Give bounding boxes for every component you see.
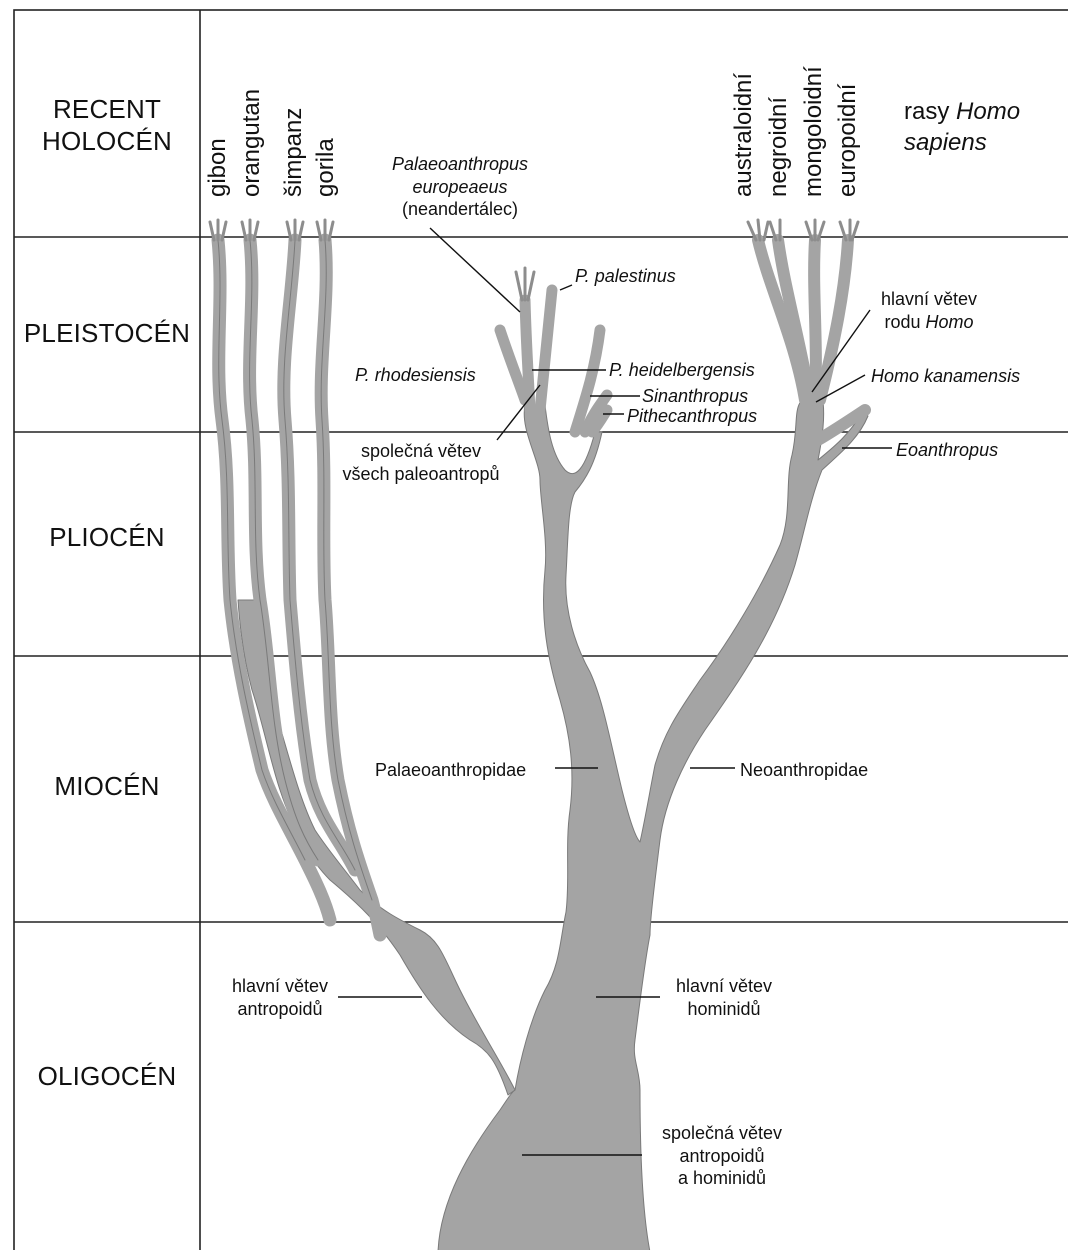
race-label-europoid: europoidní	[836, 84, 860, 197]
race-label-australoid: australoidní	[732, 73, 756, 197]
homo-main-genus-prefix: rodu	[884, 312, 920, 332]
era-pliocene: PLIOCÉN	[14, 522, 200, 554]
neanderthal-species: europeaeus	[370, 176, 550, 199]
neanderthal-label: Palaeoanthropus europeaeus (neandertálec…	[370, 153, 550, 221]
races-title-species: sapiens	[904, 127, 1020, 158]
pithecanthropus-label: Pithecanthropus	[627, 405, 757, 428]
races-title-genus: Homo	[956, 98, 1020, 125]
paleo-common-line1: společná větev	[318, 440, 524, 463]
homo-main-line1: hlavní větev	[866, 288, 992, 311]
era-miocene: MIOCÉN	[14, 771, 200, 803]
hominid-main-label: hlavní větev hominidů	[662, 975, 786, 1020]
neanderthal-common: (neandertálec)	[370, 198, 550, 221]
era-pleistocene: PLEISTOCÉN	[14, 318, 200, 350]
common-branch-label: společná větev antropoidů a hominidů	[644, 1122, 800, 1190]
ape-label-gorila: gorila	[314, 138, 338, 197]
era-recent-label: RECENT	[14, 94, 200, 126]
anthropoid-branch	[238, 600, 515, 1095]
anthropoid-main-line1: hlavní větev	[218, 975, 342, 998]
era-holocene-label: HOLOCÉN	[14, 126, 200, 158]
palaeoanthropidae-label: Palaeoanthropidae	[375, 759, 526, 782]
race-label-mongoloid: mongoloidní	[802, 66, 826, 197]
neoanthropidae-label: Neoanthropidae	[740, 759, 868, 782]
common-line3: a hominidů	[644, 1167, 800, 1190]
anthropoid-main-line2: antropoidů	[218, 998, 342, 1021]
ape-label-simpanz: šimpanz	[282, 108, 306, 197]
heidelbergensis-label: P. heidelbergensis	[609, 359, 755, 382]
homo-main-label: hlavní větev rodu Homo	[866, 288, 992, 333]
palestinus-label: P. palestinus	[575, 265, 676, 288]
hominid-main-line1: hlavní větev	[662, 975, 786, 998]
races-title-plain: rasy	[904, 98, 949, 125]
common-line2: antropoidů	[644, 1145, 800, 1168]
homo-main-genus: Homo	[926, 312, 974, 332]
neanderthal-genus: Palaeoanthropus	[370, 153, 550, 176]
palaeo-tips	[516, 268, 534, 300]
ape-label-gibon: gibon	[206, 138, 230, 197]
ape-lineages	[218, 240, 380, 935]
kanamensis-label: Homo kanamensis	[871, 365, 1020, 388]
paleo-common-label: společná větev všech paleoantropů	[318, 440, 524, 485]
palaeo-twigs	[500, 290, 607, 432]
era-oligocene: OLIGOCÉN	[14, 1061, 200, 1093]
races-title: rasy Homo sapiens	[904, 96, 1020, 158]
ape-label-orangutan: orangutan	[240, 89, 264, 197]
hominid-main-line2: hominidů	[662, 998, 786, 1021]
rhodesiensis-label: P. rhodesiensis	[355, 364, 476, 387]
race-label-negroid: negroidní	[767, 97, 791, 197]
eoanthropus-label: Eoanthropus	[896, 439, 998, 462]
paleo-common-line2: všech paleoantropů	[318, 463, 524, 486]
common-line1: společná větev	[644, 1122, 800, 1145]
era-recent-holocene: RECENT HOLOCÉN	[14, 94, 200, 157]
gibon-lineage	[218, 240, 330, 920]
anthropoid-main-label: hlavní větev antropoidů	[218, 975, 342, 1020]
